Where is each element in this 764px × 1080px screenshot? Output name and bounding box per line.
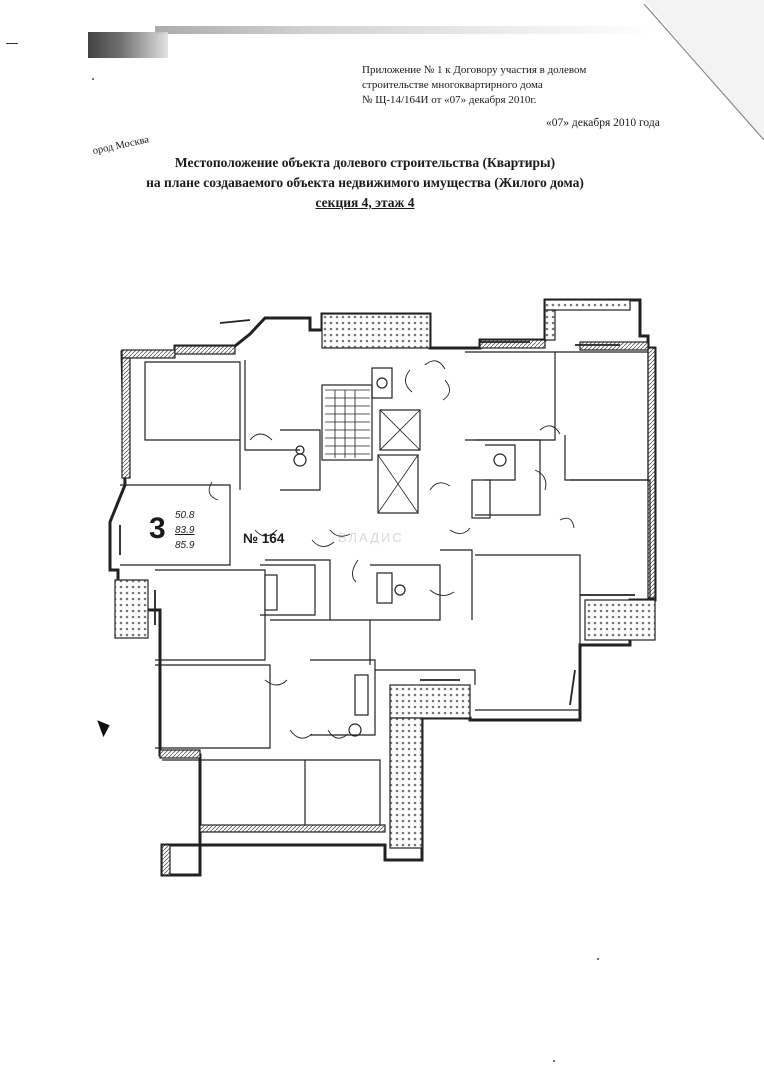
title-line-1: Местоположение объекта долевого строител… (174, 155, 556, 170)
title-line-2: на плане создаваемого объекта недвижимог… (146, 175, 584, 190)
floor-plan (100, 290, 670, 880)
apartment-room-count: 3 (149, 512, 166, 545)
living-area: 50.8 (175, 510, 195, 521)
appendix-line-1: Приложение № 1 к Договору участия в доле… (362, 64, 587, 76)
document-date: «07» декабря 2010 года (546, 117, 660, 129)
document-title: Местоположение объекта долевого строител… (130, 153, 600, 213)
total-area: 83.9 (175, 525, 195, 536)
apartment-number: № 164 (243, 531, 285, 546)
scan-speck (597, 958, 599, 960)
appendix-header: Приложение № 1 к Договору участия в доле… (362, 63, 662, 108)
scan-speck (553, 1060, 555, 1062)
scan-speck (92, 78, 94, 80)
floor-plan-drawing (108, 298, 657, 877)
total-area-with-balcony: 85.9 (175, 540, 195, 551)
scan-shadow-dark (88, 32, 168, 58)
scan-mark (6, 43, 18, 44)
title-section-floor: секция 4, этаж 4 (315, 195, 415, 210)
scan-shadow (155, 26, 655, 34)
folded-corner (644, 0, 764, 140)
watermark-text: ВЛАДИС (338, 530, 404, 545)
apartment-summary-label: 3 50.8 83.9 85.9 (149, 510, 197, 560)
appendix-line-2: строительстве многоквартирного дома (362, 79, 543, 91)
appendix-line-3: № Щ-14/164И от «07» декабря 2010г. (362, 94, 537, 106)
